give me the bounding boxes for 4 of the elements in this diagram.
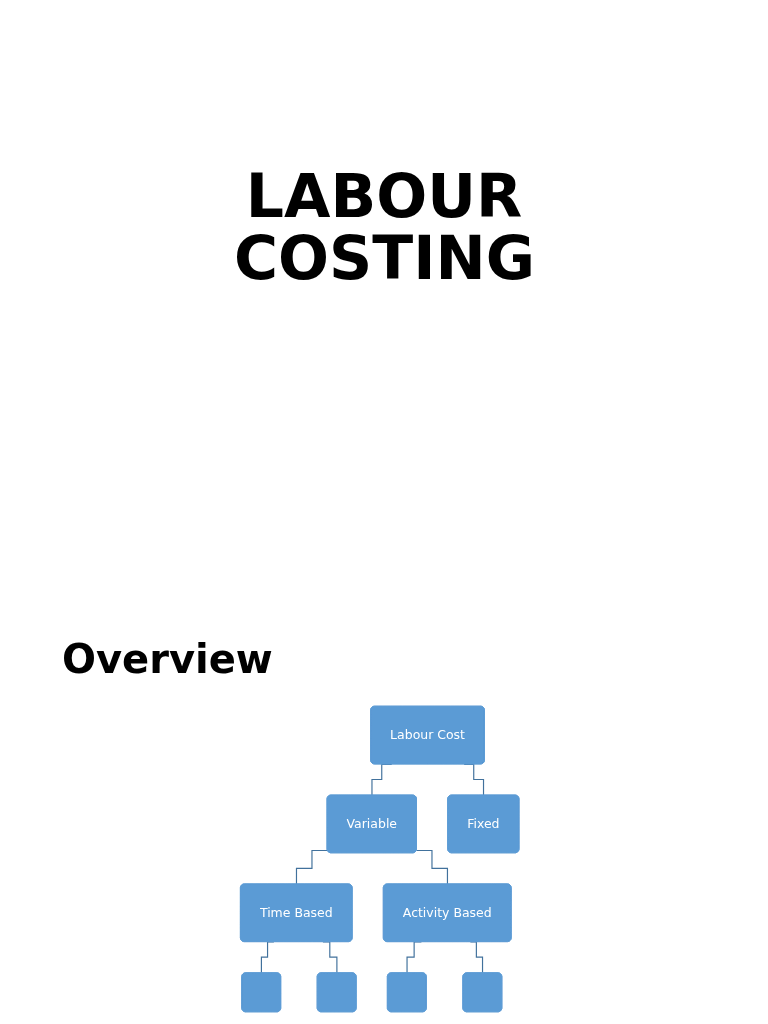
section-heading: Overview [62, 636, 273, 682]
connector [416, 849, 449, 885]
connector [296, 849, 329, 885]
slide-title: LABOUR COSTING [234, 165, 534, 289]
